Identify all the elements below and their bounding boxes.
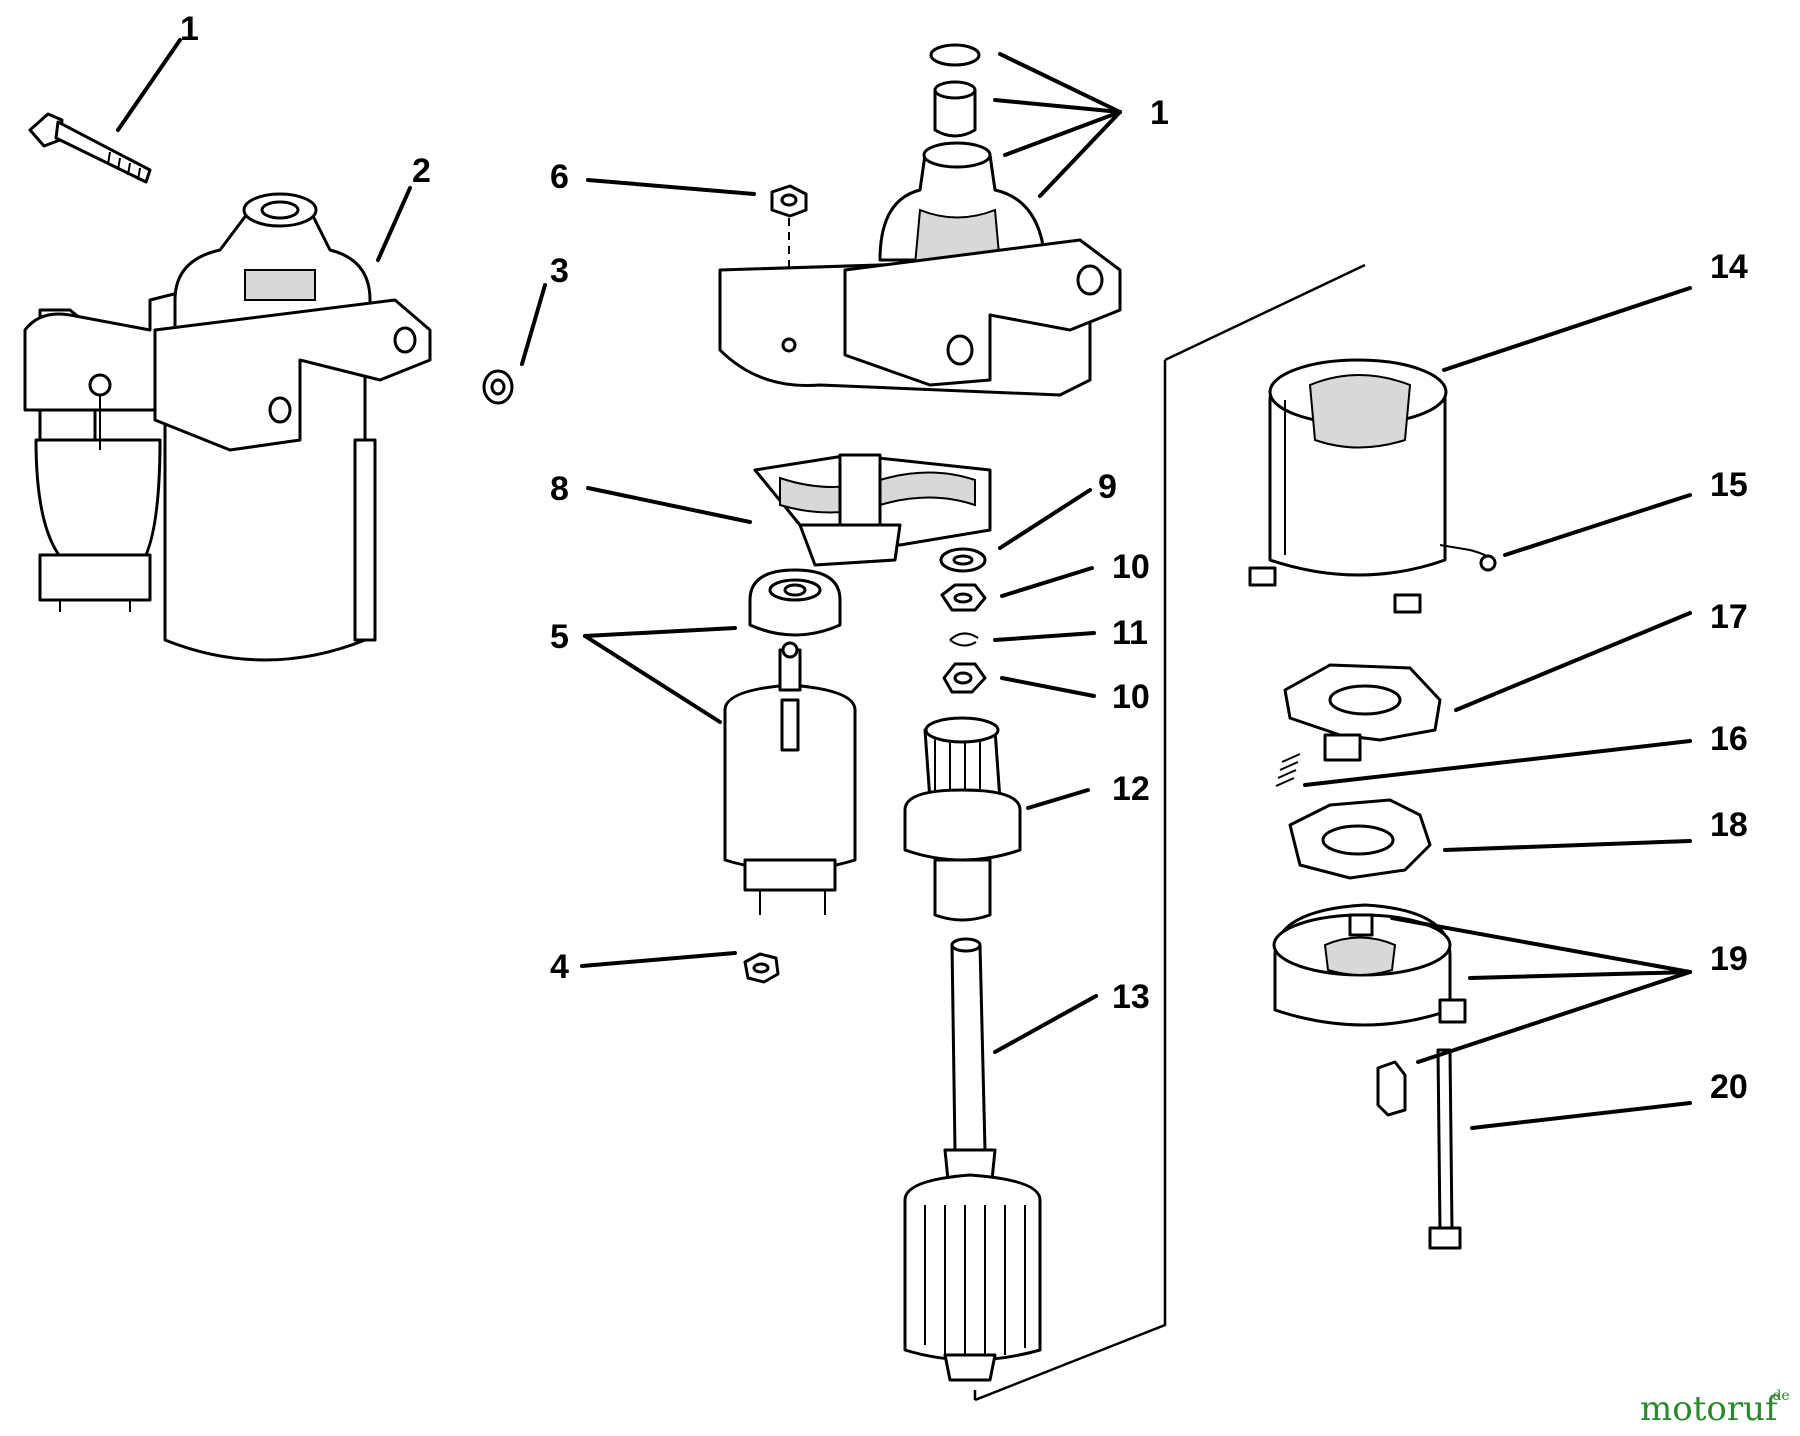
solenoid-part: [723, 568, 857, 915]
shift-lever-part: [753, 453, 992, 567]
callout-20: 20: [1710, 1068, 1748, 1106]
callout-15: 15: [1710, 466, 1748, 504]
pinion-gear-part: [903, 716, 1022, 922]
callout-6: 6: [550, 158, 569, 196]
through-bolt-part: [28, 112, 152, 184]
assembled-starter: [23, 112, 432, 662]
callout-17: 17: [1710, 598, 1748, 636]
retainer-10-part: [940, 583, 987, 612]
callout-9: 9: [1098, 468, 1117, 506]
leader-lines: [116, 38, 1692, 1130]
nut-3-part: [482, 369, 514, 405]
callout-8: 8: [550, 470, 569, 508]
armature-part: [903, 937, 1042, 1382]
end-cover-part: [1272, 903, 1467, 1027]
callout-10-upper: 10: [1112, 548, 1150, 586]
callout-18: 18: [1710, 806, 1748, 844]
callout-1-bolt: 1: [180, 10, 199, 48]
callout-5: 5: [550, 618, 569, 656]
yoke-field-coil-part: [1248, 358, 1497, 614]
callout-12: 12: [1112, 770, 1150, 808]
watermark-brand: motoruf: [1640, 1389, 1780, 1429]
callout-14: 14: [1710, 248, 1748, 286]
brush-spring-part: [1275, 753, 1301, 787]
washer-9-part: [939, 547, 987, 573]
insulator-plate-part: [1288, 798, 1432, 880]
drive-end-housing-part: [718, 43, 1122, 397]
brush-holder-part: [1283, 663, 1442, 762]
callout-10-lower: 10: [1112, 678, 1150, 716]
callout-11: 11: [1112, 614, 1148, 652]
callout-3: 3: [550, 252, 569, 290]
callout-13: 13: [1112, 978, 1150, 1016]
callout-2: 2: [412, 152, 431, 190]
callout-19: 19: [1710, 940, 1748, 978]
watermark-suffix: .de: [1768, 1388, 1790, 1404]
snap-ring-11-part: [949, 632, 979, 647]
callout-4: 4: [550, 948, 569, 986]
end-screw-part: [1376, 1060, 1407, 1117]
motoruf-watermark: motoruf .de: [1640, 1388, 1790, 1429]
retainer-10b-part: [942, 662, 987, 694]
callout-16: 16: [1710, 720, 1748, 758]
callout-labels: 1 2 3 6 1 8 9 10 11 10 5 12 4 13 14 15 1…: [180, 10, 1748, 1106]
nut-4-part: [743, 952, 780, 984]
starter-assembly-part: [23, 192, 432, 662]
assembly-frame-lines: [973, 263, 1366, 1402]
through-bolt-20-part: [1428, 1048, 1462, 1250]
callout-1-housing: 1: [1150, 94, 1169, 132]
